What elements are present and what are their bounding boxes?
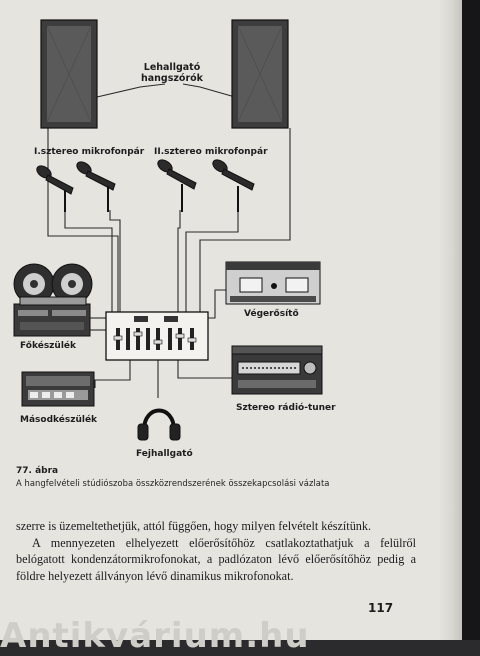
- speakers-label-line1: Lehallgató: [144, 62, 201, 73]
- page-number: 117: [368, 601, 394, 615]
- background-edge: [462, 0, 480, 640]
- tuner-label: Sztereo rádió-tuner: [236, 402, 336, 413]
- connection-lines: [47, 83, 291, 398]
- speakers-label-line2: hangszórók: [141, 73, 204, 84]
- mixer-unit: [105, 311, 209, 361]
- microphone-4: [212, 159, 255, 212]
- speaker-right: [231, 19, 289, 129]
- headphones-label: Fejhallgató: [136, 448, 193, 459]
- paragraph-1: szerre is üzemeltethetjük, attól függően…: [16, 519, 372, 533]
- power-amp-label: Végerősítő: [244, 308, 299, 319]
- watermark: Antikvárium.hu: [0, 616, 310, 656]
- microphone-3: [157, 159, 197, 212]
- mic-pair-1-label: I.sztereo mikrofonpár: [34, 147, 145, 157]
- paragraph-2: A mennyezeten elhelyezett előerősítőhöz …: [16, 535, 416, 583]
- speaker-left: [40, 19, 98, 129]
- main-tape-deck: [13, 263, 93, 337]
- power-amplifier: [225, 261, 321, 305]
- figure-caption: A hangfelvételi stúdiószoba összközrends…: [16, 478, 330, 488]
- book-page: Lehallgató hangszórók I.sztereo mikrofon…: [0, 0, 462, 656]
- microphone-1: [36, 165, 74, 212]
- figure-number: 77. ábra: [16, 466, 59, 476]
- second-deck-label: Másodkészülék: [20, 414, 98, 425]
- body-text: szerre is üzemeltethetjük, attól függően…: [16, 518, 416, 584]
- second-tape-deck: [21, 371, 95, 407]
- stereo-tuner: [231, 345, 323, 395]
- mic-pair-2-label: II.sztereo mikrofonpár: [154, 147, 268, 157]
- microphone-2: [76, 161, 116, 212]
- book-spine: [440, 0, 462, 640]
- headphones: [137, 408, 181, 441]
- wiring-diagram: Lehallgató hangszórók I.sztereo mikrofon…: [13, 19, 336, 459]
- main-deck-label: Főkészülék: [20, 340, 77, 351]
